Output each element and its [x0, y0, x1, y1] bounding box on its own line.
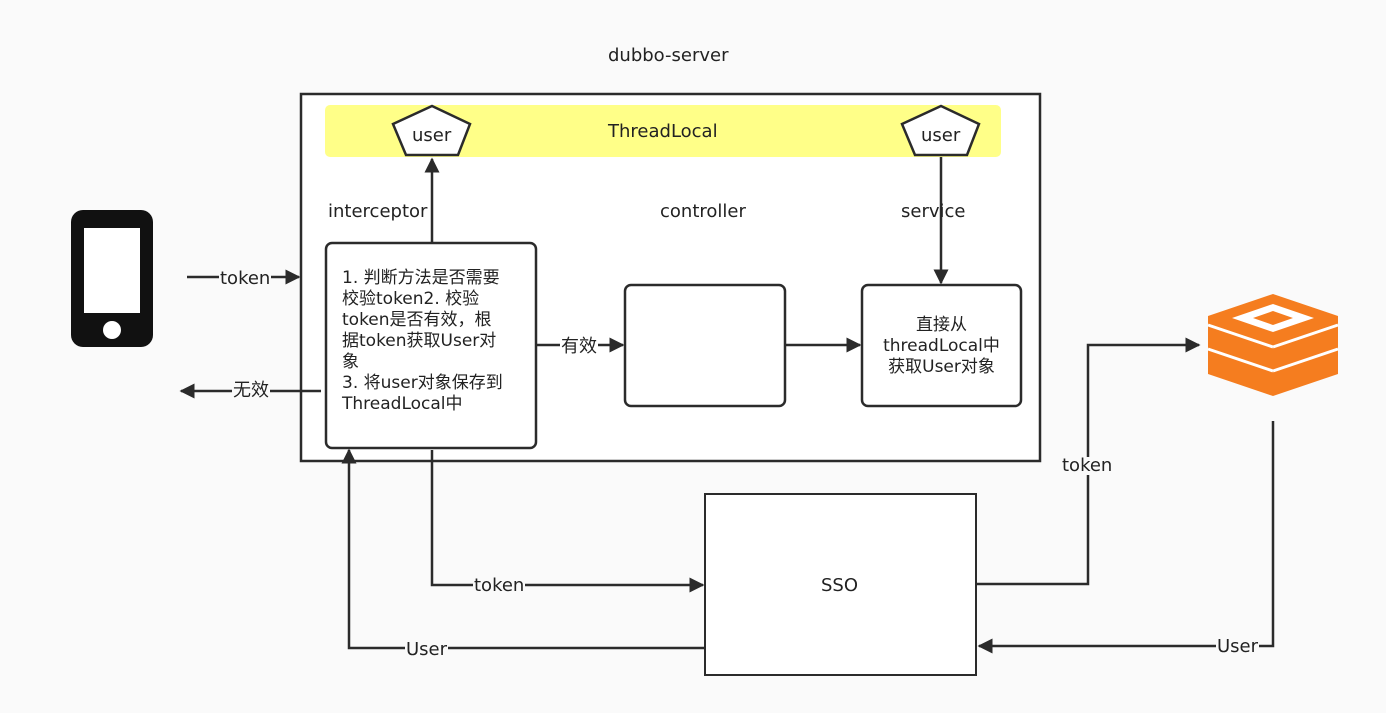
layer-label-service: service	[901, 201, 966, 222]
user-token-label-left: user	[412, 125, 452, 146]
service-box-text: 直接从 threadLocal中 获取User对象	[862, 315, 1021, 378]
edge-label-sso-user: User	[405, 639, 449, 660]
edge-label-redis-user: User	[1216, 636, 1260, 657]
service-box	[860, 283, 1023, 408]
service-line-2: threadLocal中	[883, 336, 1000, 356]
container-title: dubbo-server	[608, 45, 729, 66]
edge-interceptor-to-sso	[430, 450, 705, 593]
edge-redis-to-sso	[977, 421, 1275, 654]
edge-label-phone-token: token	[219, 268, 272, 289]
controller-box	[623, 283, 787, 408]
user-token-label-right: user	[921, 125, 961, 146]
threadlocal-band	[325, 105, 1001, 157]
interceptor-line-7: ThreadLocal中	[342, 394, 463, 414]
threadlocal-label: ThreadLocal	[608, 121, 718, 142]
layer-label-interceptor: interceptor	[328, 201, 428, 222]
interceptor-line-6: 3. 将user对象保存到	[342, 373, 503, 393]
edge-label-to-sso-token: token	[473, 575, 526, 596]
sso-box	[704, 493, 977, 676]
interceptor-line-4: 据token获取User对	[342, 331, 497, 351]
user-token-pentagon-right	[900, 104, 981, 157]
service-line-1: 直接从	[916, 315, 967, 335]
edge-label-sso-redis-token: token	[1061, 455, 1114, 476]
mobile-phone-icon	[71, 210, 153, 347]
edge-sso-to-interceptor	[341, 448, 705, 650]
interceptor-line-3: token是否有效，根	[342, 310, 492, 330]
interceptor-line-2: 校验token2. 校验	[342, 289, 480, 309]
service-line-3: 获取User对象	[888, 357, 995, 377]
interceptor-box	[324, 241, 538, 450]
edge-label-valid: 有效	[560, 336, 598, 357]
redis-stack-icon	[1207, 294, 1339, 396]
interceptor-line-5: 象	[342, 352, 359, 372]
interceptor-box-text: 1. 判断方法是否需要 校验token2. 校验 token是否有效，根 据to…	[342, 268, 503, 415]
user-token-pentagon-left	[391, 104, 472, 157]
layer-label-controller: controller	[660, 201, 746, 222]
edge-label-invalid: 无效	[232, 380, 270, 401]
sso-label: SSO	[821, 575, 859, 596]
interceptor-line-1: 1. 判断方法是否需要	[342, 268, 500, 288]
